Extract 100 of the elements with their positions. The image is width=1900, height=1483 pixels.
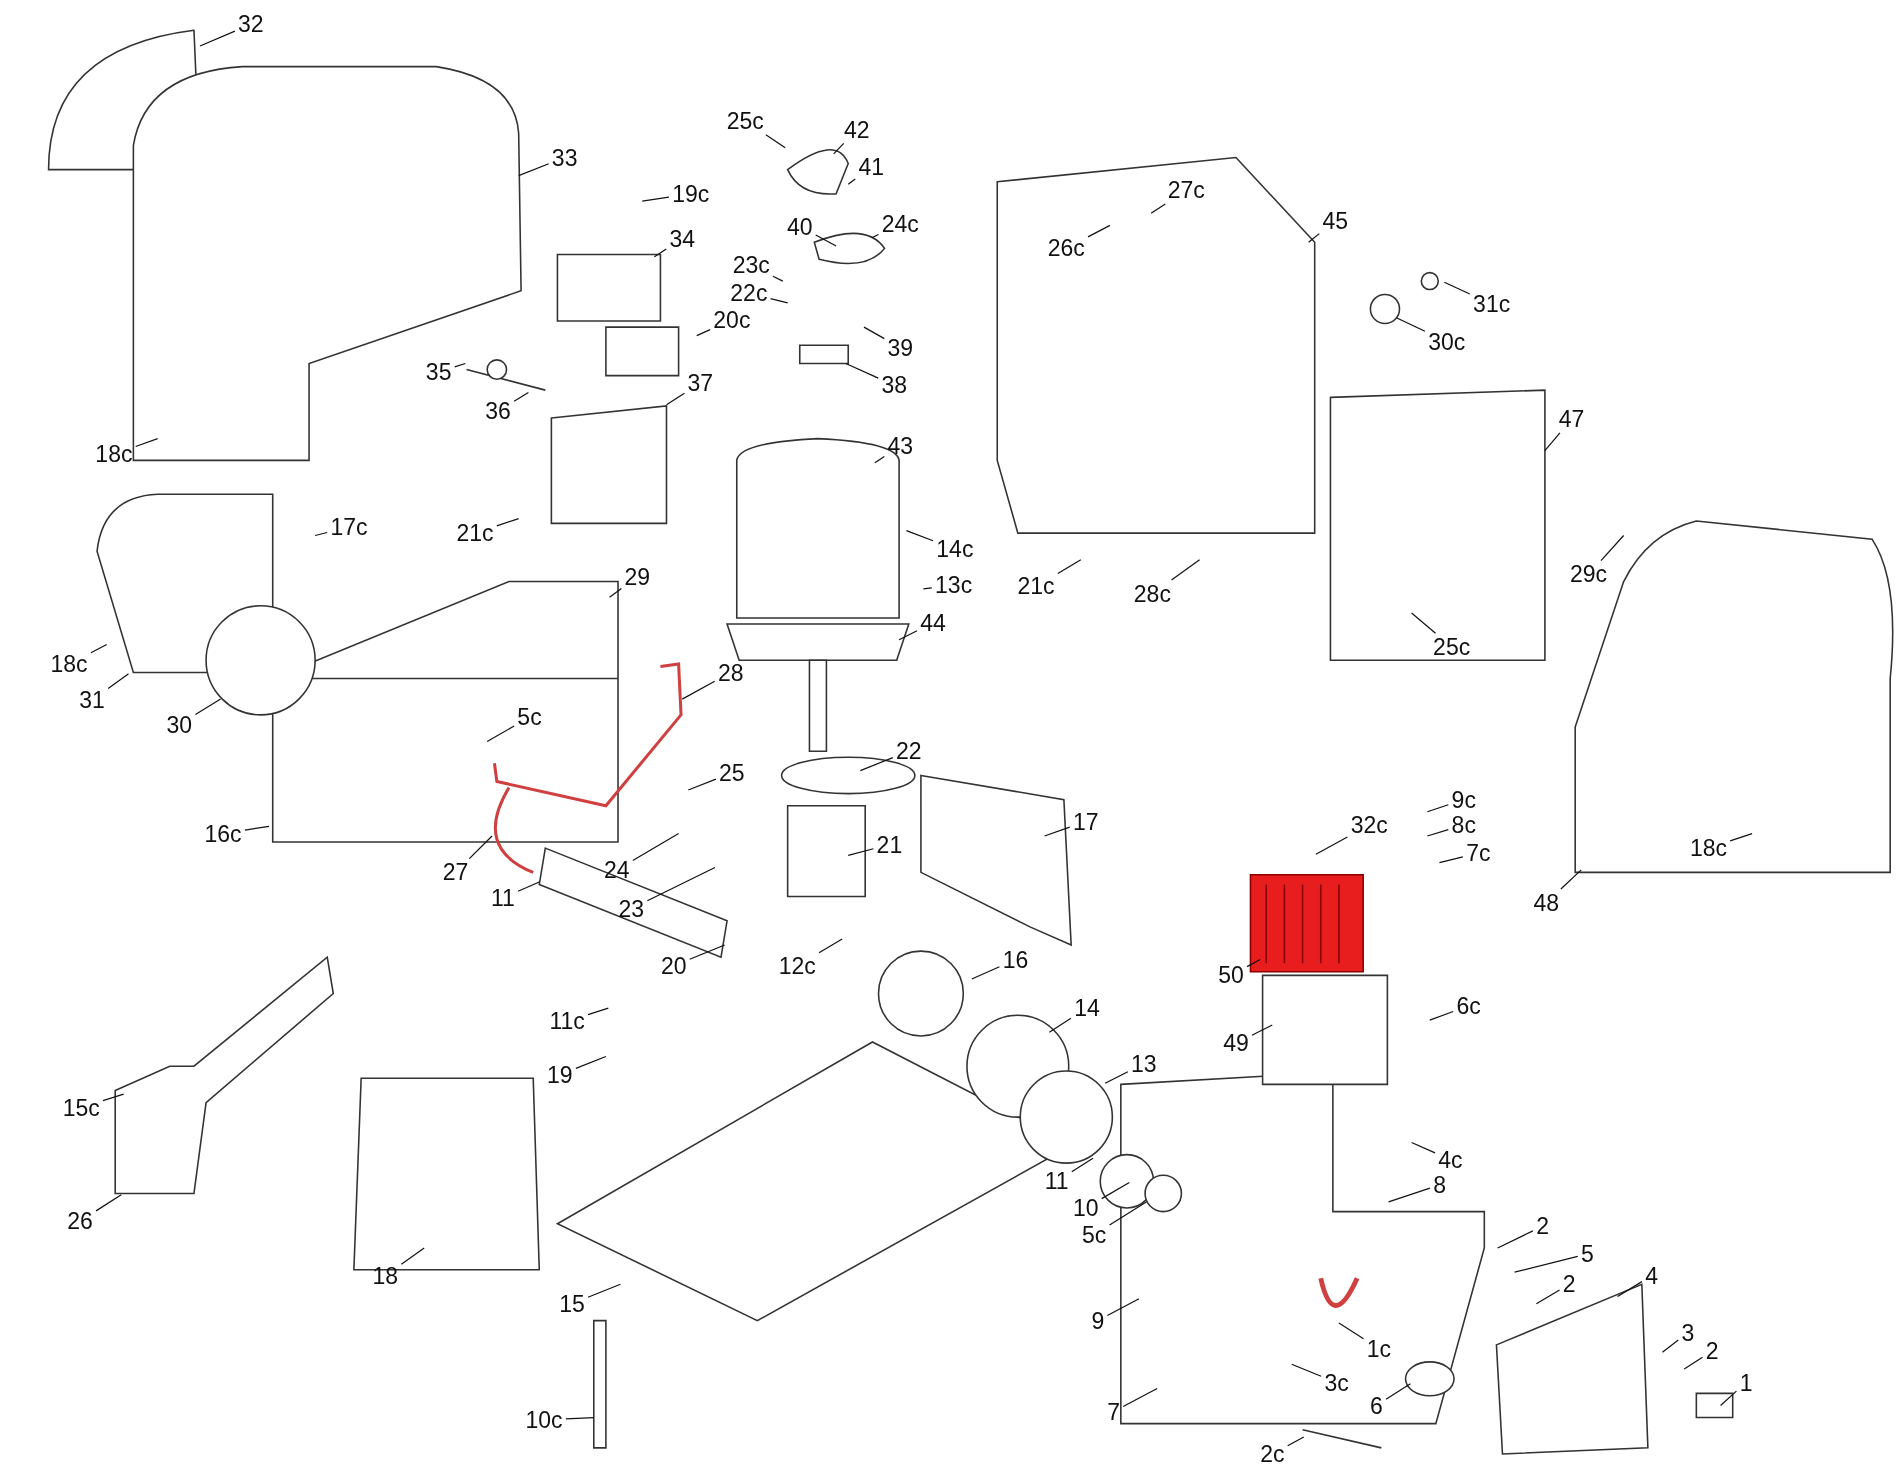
callout-number: 25c <box>1431 634 1473 660</box>
leader-line <box>513 391 529 402</box>
callout-number: 32c <box>1348 812 1390 838</box>
callout-number: 45 <box>1320 208 1351 234</box>
leader-line <box>565 1416 595 1420</box>
callout-number: 22c <box>728 280 770 306</box>
callout-number: 7 <box>1105 1399 1122 1425</box>
callout-number: 5 <box>1578 1241 1596 1267</box>
callout-number: 20c <box>711 307 753 333</box>
callout-number: 38 <box>879 372 910 398</box>
callout-number: 43 <box>885 433 916 459</box>
callout-number: 10c <box>523 1407 565 1433</box>
leader-line <box>1411 1141 1436 1154</box>
callout-number: 15 <box>557 1291 587 1317</box>
leader-line <box>1544 432 1561 452</box>
callout-number: 18c <box>93 441 135 467</box>
leader-line <box>1395 316 1426 332</box>
leader-line <box>1438 856 1464 864</box>
callout-number: 14c <box>934 536 976 562</box>
leader-line <box>90 643 108 654</box>
leader-line <box>1315 836 1348 855</box>
leader-line <box>1071 1157 1094 1173</box>
callout-number: 3c <box>1322 1370 1351 1396</box>
leader-line <box>102 1093 125 1102</box>
leader-line <box>653 248 667 258</box>
callout-number: 36 <box>483 398 513 424</box>
leader-line <box>1048 1017 1072 1033</box>
callout-number: 8 <box>1431 1172 1448 1198</box>
callout-number: 13 <box>1129 1051 1159 1077</box>
leader-line <box>1104 1071 1129 1084</box>
callout-number: 11 <box>1042 1168 1071 1194</box>
callout-number: 6 <box>1368 1393 1385 1419</box>
callout-number: 41 <box>856 154 887 180</box>
callout-number: 25c <box>724 108 766 134</box>
leader-line <box>1535 1289 1561 1305</box>
callout-number: 17c <box>328 514 370 540</box>
callout-number: 7c <box>1464 840 1493 866</box>
callout-number: 5c <box>515 704 544 730</box>
leader-line <box>454 362 466 368</box>
leader-line <box>1057 559 1082 575</box>
callout-number: 10 <box>1070 1195 1101 1221</box>
leader-line <box>646 866 716 902</box>
callout-number: 18c <box>1688 835 1730 861</box>
leader-line <box>1338 1322 1365 1340</box>
leader-line <box>1729 832 1753 842</box>
leader-line <box>1514 1255 1579 1273</box>
callout-number: 18c <box>48 651 90 677</box>
leader-line <box>1411 612 1437 634</box>
leader-line <box>687 778 717 791</box>
leader-line <box>1617 1281 1643 1297</box>
leader-line <box>681 680 716 700</box>
leader-line <box>199 30 236 47</box>
leader-line <box>1246 959 1261 968</box>
callout-number: 11 <box>488 885 517 911</box>
callout-number: 15c <box>60 1095 102 1120</box>
callout-number: 31 <box>77 687 107 713</box>
leader-line <box>1388 1187 1431 1203</box>
callout-number: 19 <box>545 1062 575 1088</box>
leader-line <box>1087 224 1111 238</box>
leader-line <box>665 392 686 406</box>
leader-line <box>833 142 845 155</box>
leader-line <box>1150 203 1166 214</box>
callout-number: 3 <box>1679 1320 1697 1346</box>
leader-line <box>696 329 711 337</box>
callout-number: 14 <box>1072 995 1102 1021</box>
leader-line <box>772 275 784 282</box>
leader-line <box>765 134 786 149</box>
callout-number: 21c <box>1015 573 1057 599</box>
leader-line <box>608 588 622 598</box>
leader-line <box>468 835 493 860</box>
leader-line <box>1429 1010 1454 1021</box>
callout-number: 8c <box>1449 812 1478 838</box>
callout-number: 28 <box>715 660 746 685</box>
callout-number: 16c <box>202 821 244 847</box>
callout-number: 18 <box>370 1263 401 1289</box>
callout-number: 26 <box>65 1208 95 1234</box>
leader-line <box>1560 869 1582 890</box>
leader-line <box>1287 1436 1305 1447</box>
leader-line <box>859 757 894 772</box>
callout-number: 21 <box>874 832 905 858</box>
callout-number: 2 <box>1534 1213 1551 1239</box>
leader-line <box>1106 1298 1140 1317</box>
callout-number: 48 <box>1531 890 1561 916</box>
leader-line <box>1683 1356 1704 1370</box>
leader-line <box>1043 826 1071 837</box>
callout-number: 30 <box>164 712 195 738</box>
leader-line <box>769 298 789 304</box>
callout-number: 49 <box>1221 1030 1251 1056</box>
callout-number: 40 <box>784 214 815 240</box>
callout-number: 16 <box>1000 947 1031 973</box>
leader-line <box>898 630 918 641</box>
callout-number: 33 <box>549 145 580 170</box>
leader-line <box>575 1055 607 1069</box>
callout-number: 4 <box>1643 1263 1660 1289</box>
callout-number: 42 <box>841 117 872 143</box>
leader-line <box>905 530 934 542</box>
callout-number: 2c <box>1258 1441 1287 1467</box>
leader-line <box>1426 804 1449 813</box>
callout-number: 19c <box>670 181 712 207</box>
callout-number: 22 <box>894 738 924 764</box>
